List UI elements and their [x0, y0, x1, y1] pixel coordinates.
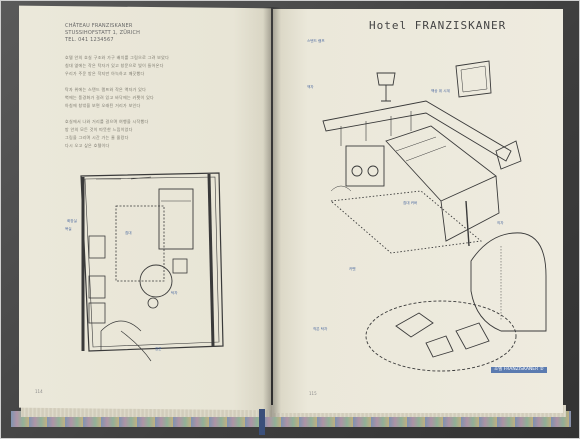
floorplan-label: 욕실: [65, 227, 72, 231]
floorplan-label: 탁자: [171, 291, 178, 295]
ribbon-bookmark: [259, 409, 265, 435]
body-line: 호실에서 나와 거리를 걸으며 여행을 시작했다: [65, 119, 149, 124]
sketch-label: 책상 위 시계: [431, 89, 450, 93]
body-line: 아침에 창밖을 보면 오래된 거리가 보인다: [65, 103, 141, 108]
right-page-number: 115: [309, 391, 317, 396]
body-line: 탁자 위에는 스탠드 램프와 작은 액자가 있다: [65, 87, 147, 92]
right-page: [273, 9, 563, 413]
body-line: 우리가 주운 방은 작지만 아늑하고 깨끗했다: [65, 71, 145, 76]
floorplan-label: 침대: [125, 231, 132, 235]
sketch-label: 작은 탁자: [313, 327, 328, 331]
sketch-label: 액자: [307, 85, 314, 89]
header-line-3: TEL. 041 1234567: [65, 37, 114, 43]
floorplan-label: 화장실: [67, 219, 77, 223]
chapter-footer: 호텔 FRANZISKANER ②: [491, 367, 547, 373]
book-spine: [263, 7, 281, 417]
sketch-label: 스탠드 램프: [307, 39, 325, 43]
left-page-number: 114: [35, 389, 43, 394]
body-line: 침대 옆에는 작은 탁자가 있고 창문으로 빛이 들어온다: [65, 63, 164, 68]
body-line: 그림을 그리며 시간 가는 줄 몰랐다: [65, 135, 129, 140]
body-line: 벽에는 풍경화가 걸려 있고 바닥에는 카펫이 있다: [65, 95, 155, 100]
sketch-label: 의자: [497, 221, 504, 225]
hotel-title: Hotel FRANZISKANER: [369, 19, 507, 32]
floorplan-label: 창문: [155, 347, 162, 351]
header-line-2: STUSSIHOFSTATT 1, ZÜRICH: [65, 30, 141, 36]
header-line-1: CHÂTEAU FRANZISKANER: [65, 23, 133, 29]
body-line: 다시 오고 싶은 호텔이다: [65, 143, 110, 148]
body-line: 호텔 안의 호실 구조와 가구 배치를 그림으로 그려 보았다: [65, 55, 170, 60]
body-line: 방 안의 모든 것이 따뜻한 느낌이었다: [65, 127, 133, 132]
sketch-label: 카펫: [349, 267, 356, 271]
sketch-label: 침대 커버: [403, 201, 418, 205]
